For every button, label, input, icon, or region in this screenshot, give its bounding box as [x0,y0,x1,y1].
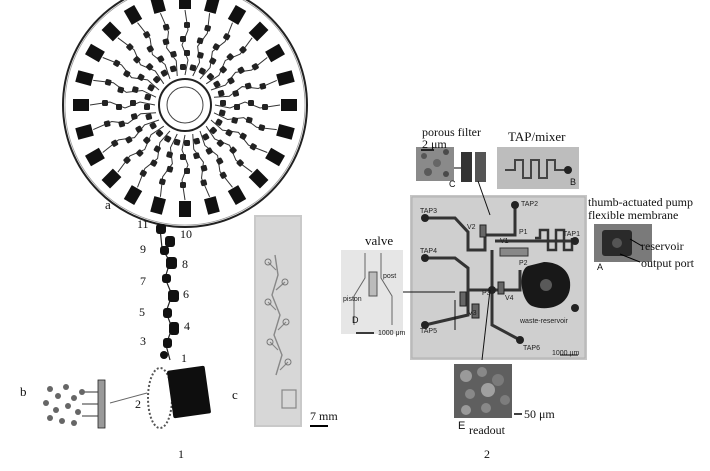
chamber-4: 4 [184,319,190,333]
pump-title-2: flexible membrane [588,208,679,222]
disk-spoke [210,43,285,91]
tap-mixer-tag: B [570,177,577,187]
pump-tag: A [597,262,604,272]
chamber-6: 6 [183,287,189,301]
disk-spoke [210,118,285,167]
pump-output-port: output port [641,256,694,270]
chamber-7: 7 [140,274,146,288]
chip-scale: 1000 μm [552,350,580,357]
figure1-number: 1 [178,447,184,461]
valve-post: post [383,273,397,280]
tap3-label: TAP3 [420,208,437,215]
panel-b-label: b [20,384,27,399]
disk-spoke [85,119,160,167]
disk-spoke [123,5,171,80]
v1-label: V1 [500,238,509,245]
chamber-1: 1 [181,351,187,365]
valve-tag: D [352,315,359,325]
bead-capture-zoom [43,379,106,429]
chamber-chain [109,224,211,429]
tap2-label: TAP2 [521,201,538,208]
porous-filter-scale: 2 μm [422,137,447,151]
p1-label: P1 [519,229,528,236]
tap4-label: TAP4 [420,248,437,255]
panel-a-label: a [105,197,111,212]
main-chip [410,180,587,361]
disk-spoke [150,0,178,77]
disk-spoke [214,99,297,111]
disk-spoke [75,70,157,101]
chamber-11: 11 [137,217,149,231]
p2-label: P2 [519,260,528,267]
disk-spoke [179,134,191,217]
disk-spoke [73,99,156,111]
chamber-3: 3 [140,334,146,348]
disk-spoke [199,130,247,205]
v2-label: V2 [467,224,476,231]
disk-spoke [123,130,172,205]
panel-c-scale: 7 mm [310,409,338,423]
disk-spoke [205,21,269,85]
pump-title-1: thumb-actuated pump [588,195,693,209]
pump-reservoir: reservoir [641,239,684,253]
disk-spoke [101,125,165,189]
waste-reservoir-label: waste-reservoir [520,318,568,325]
tap1-label: TAP1 [563,231,580,238]
readout-tag: E [458,420,466,432]
tap5-label: TAP5 [420,328,437,335]
tap-mixer-inset [497,147,579,189]
pump-inset [594,224,652,263]
microfluidic-disk [62,0,308,228]
disk-spoke [179,0,191,76]
readout-scale: 50 μm [524,407,555,421]
disk-spoke [213,70,295,98]
porous-filter-inset [416,147,486,182]
porous-filter-tag: C [449,179,456,189]
disk-spoke [213,109,295,140]
tap6-label: TAP6 [523,345,540,352]
chamber-8: 8 [182,257,188,271]
chip-photo [254,215,328,427]
valve-inset [341,250,455,334]
valve-scale: 1000 μm [378,330,406,337]
v3-label: V3 [468,310,477,317]
chamber-9: 9 [140,242,146,256]
readout-title: readout [469,423,505,437]
disk-spoke [189,0,220,77]
tap-mixer-title: TAP/mixer [508,129,566,144]
valve-title: valve [365,233,394,248]
chamber-5: 5 [139,305,145,319]
disk-spoke [205,125,269,189]
figure2-number: 2 [484,447,490,461]
disk-spoke [75,112,157,140]
panel-c-label: c [232,387,238,402]
v4-label: V4 [505,295,514,302]
disk-spoke [198,5,247,80]
disk-spoke [150,133,181,215]
porous-filter-title: porous filter [422,125,481,139]
disk-spoke [192,133,220,215]
readout-inset [454,364,522,418]
disk-spoke [85,43,160,92]
chamber-2: 2 [135,397,141,411]
p3-label: P3 [482,290,491,297]
disk-spoke [101,21,165,85]
valve-piston: piston [343,296,362,303]
chamber-10: 10 [180,227,192,241]
